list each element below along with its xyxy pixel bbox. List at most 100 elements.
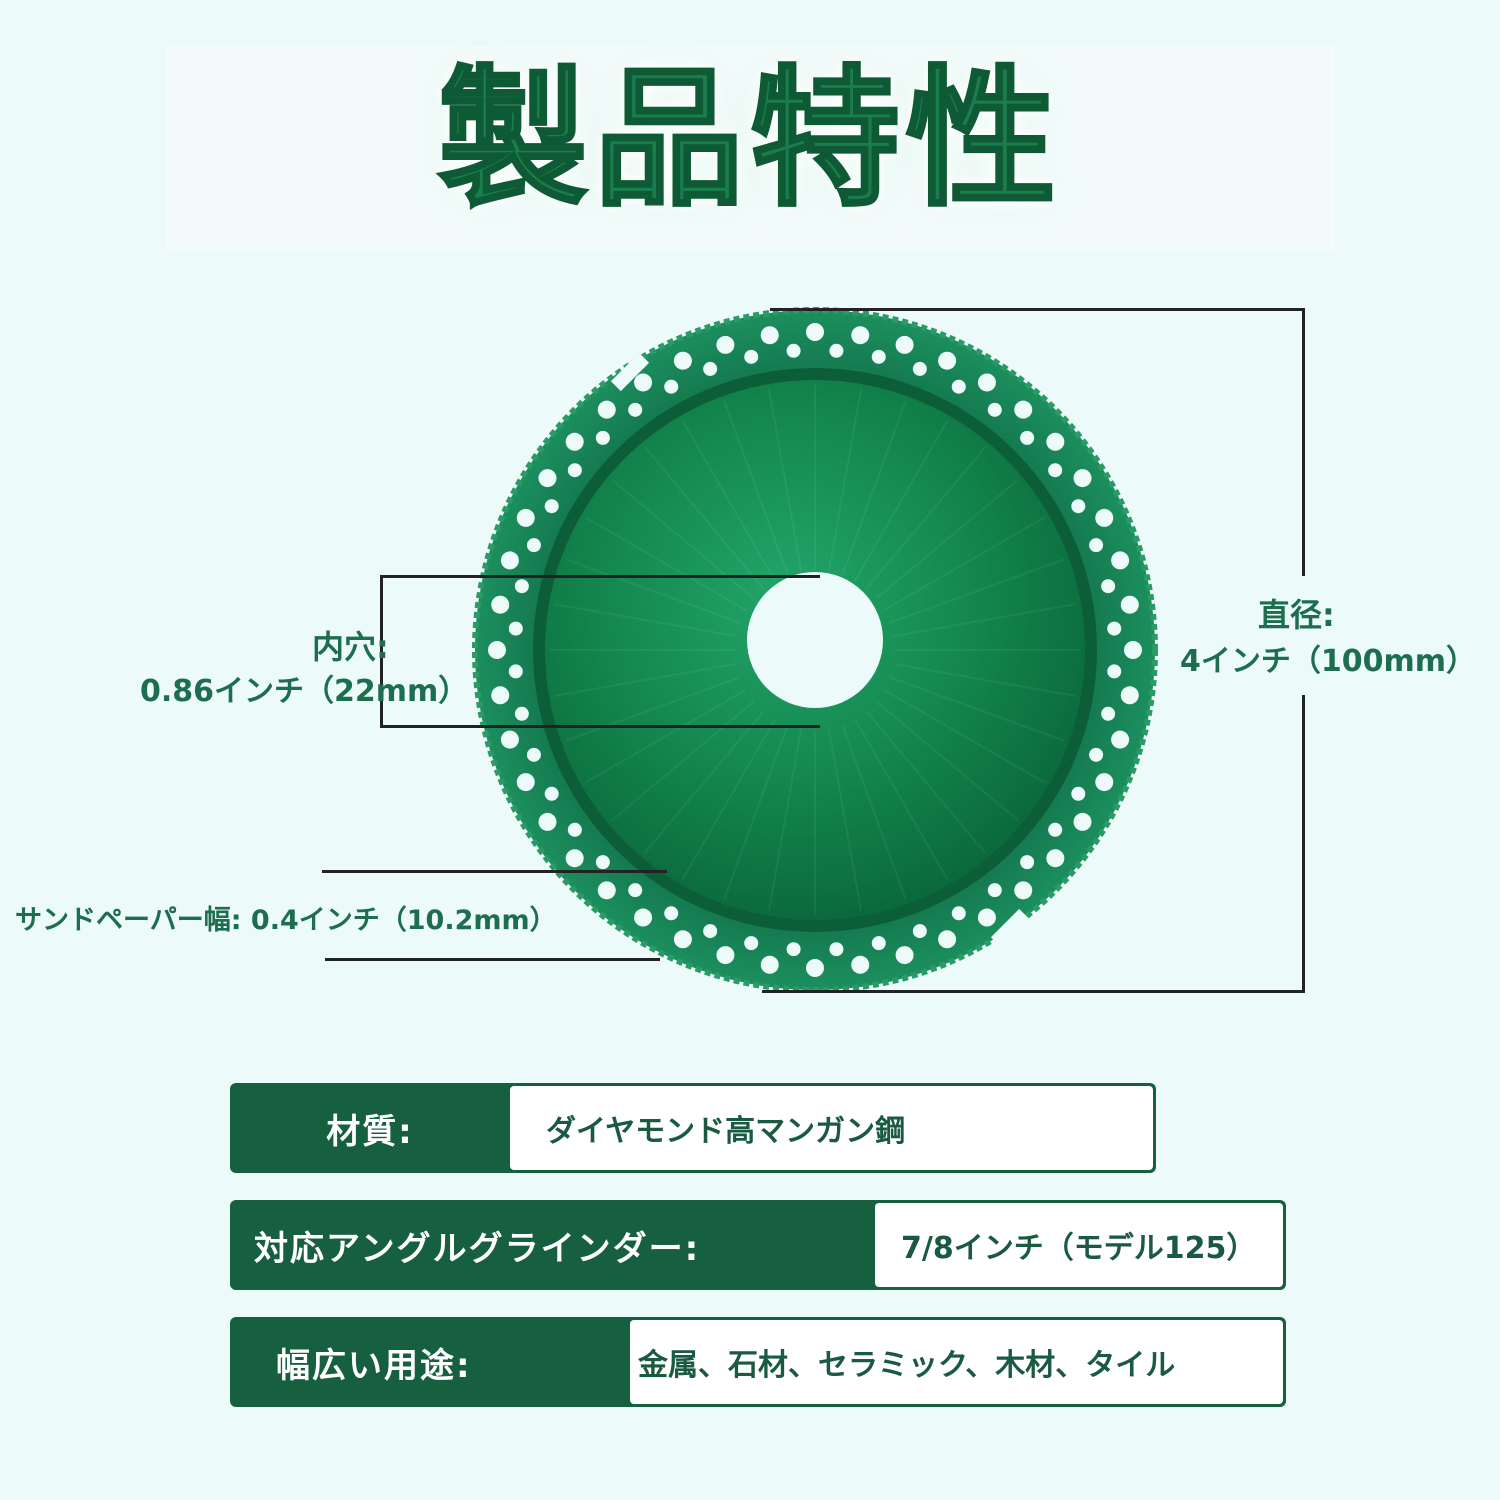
rim-hole — [595, 430, 610, 445]
rim-hole — [806, 959, 824, 977]
disc-grain — [550, 385, 1080, 915]
rim-hole — [526, 747, 541, 762]
cutting-disc-svg — [472, 307, 1158, 993]
rim-hole — [1014, 881, 1033, 900]
rim-hole — [567, 463, 582, 478]
rim-hole — [744, 936, 759, 951]
rim-hole — [716, 946, 735, 965]
diameter-line-bottom — [762, 990, 1305, 993]
rim-hole — [851, 955, 870, 974]
rim-hole — [1020, 430, 1035, 445]
grain-line — [681, 420, 776, 582]
grain-line — [875, 478, 1019, 600]
rim-hole — [491, 686, 510, 705]
grain-line — [883, 689, 1045, 784]
rim-hole — [1071, 499, 1086, 514]
spec-key-material: 材質: — [326, 1111, 414, 1152]
rim-hole — [565, 849, 584, 868]
grain-line — [585, 689, 747, 784]
grain-line — [611, 700, 755, 822]
rim-hole — [1101, 579, 1116, 594]
disc-slot-top — [610, 352, 650, 392]
rim-hole — [1120, 595, 1139, 614]
grain-line — [643, 446, 765, 590]
rim-hole — [912, 361, 927, 376]
rim-hole — [1124, 641, 1142, 659]
sandpaper-width-text: サンドペーパー幅: 0.4インチ（10.2mm） — [15, 905, 557, 936]
rim-hole — [951, 379, 966, 394]
rim-hole — [526, 538, 541, 553]
grain-line — [865, 446, 987, 590]
rim-hole — [1073, 469, 1092, 488]
spec-value-applications: 金属、石材、セラミック、木材、タイル — [630, 1320, 1283, 1404]
rim-hole — [1089, 538, 1104, 553]
rim-hole — [597, 400, 616, 419]
rim-hole — [895, 946, 914, 965]
grain-line — [883, 516, 1045, 611]
page-title: 製品特性 — [436, 52, 1062, 229]
rim-hole — [508, 621, 523, 636]
disc-rim-holes — [488, 323, 1142, 977]
spec-row-compatible-grinder: 対応アングルグラインダー: 7/8インチ（モデル125） — [230, 1200, 1286, 1290]
rim-hole — [744, 349, 759, 364]
grain-line — [893, 662, 1077, 698]
diameter-line-top — [770, 308, 1305, 311]
rim-hole — [544, 499, 559, 514]
spec-key-compatible-grinder: 対応アングルグラインダー: — [254, 1228, 701, 1269]
grain-line — [553, 602, 737, 638]
rim-hole — [1071, 786, 1086, 801]
rim-hole — [786, 942, 801, 957]
rim-hole — [544, 786, 559, 801]
grain-line — [565, 676, 741, 742]
grain-line — [827, 728, 863, 912]
rim-hole — [500, 730, 519, 749]
rim-hole — [538, 812, 557, 831]
grain-line — [565, 558, 741, 624]
rim-hole — [514, 579, 529, 594]
rim-hole — [851, 326, 870, 345]
inner-hole-line-top — [380, 575, 820, 578]
rim-hole — [565, 432, 584, 451]
grain-line — [681, 718, 776, 880]
grain-line — [827, 388, 863, 572]
rim-hole — [1048, 463, 1063, 478]
rim-hole — [514, 706, 529, 721]
rim-hole — [703, 361, 718, 376]
rim-hole — [703, 924, 718, 939]
grain-line — [553, 662, 737, 698]
rim-hole — [664, 906, 679, 921]
inner-hole-line-left — [380, 575, 383, 728]
inner-hole-line-bottom — [380, 725, 820, 728]
diameter-value: 4インチ（100mm） — [1180, 644, 1477, 679]
inner-hole-label: 内穴: — [312, 628, 389, 666]
spec-value-material: ダイヤモンド高マンガン鋼 — [510, 1086, 1153, 1170]
grain-line — [767, 388, 803, 572]
rim-hole — [977, 908, 996, 927]
rim-hole — [938, 930, 957, 949]
grain-line — [889, 558, 1065, 624]
grain-line — [889, 676, 1065, 742]
rim-hole — [664, 379, 679, 394]
rim-hole — [516, 508, 535, 527]
grain-line — [893, 602, 1077, 638]
rim-hole — [716, 335, 735, 354]
rim-hole — [1046, 432, 1065, 451]
grain-line — [723, 400, 789, 576]
grain-line — [611, 478, 755, 600]
rim-hole — [516, 773, 535, 792]
rim-hole — [1101, 706, 1116, 721]
grain-line — [643, 710, 765, 854]
spec-row-applications: 幅広い用途: 金属、石材、セラミック、木材、タイル — [230, 1317, 1286, 1407]
grain-line — [854, 718, 949, 880]
rim-hole — [912, 924, 927, 939]
rim-hole — [806, 323, 824, 341]
rim-hole — [938, 351, 957, 370]
rim-hole — [567, 822, 582, 837]
grain-line — [854, 420, 949, 582]
rim-hole — [1095, 508, 1114, 527]
grain-line — [875, 700, 1019, 822]
rim-hole — [1095, 773, 1114, 792]
rim-hole — [1089, 747, 1104, 762]
rim-hole — [1014, 400, 1033, 419]
spec-row-material: 材質: ダイヤモンド高マンガン鋼 — [230, 1083, 1156, 1173]
